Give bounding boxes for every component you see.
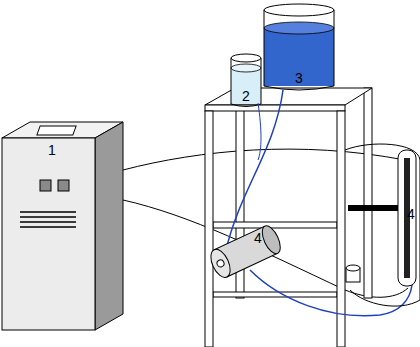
callout-number: 1 bbox=[48, 143, 56, 157]
callout-number: 4 bbox=[254, 231, 262, 245]
callout-number: 4 bbox=[407, 207, 415, 221]
callout-number: 2 bbox=[242, 89, 250, 103]
callout-number: 3 bbox=[295, 71, 303, 85]
